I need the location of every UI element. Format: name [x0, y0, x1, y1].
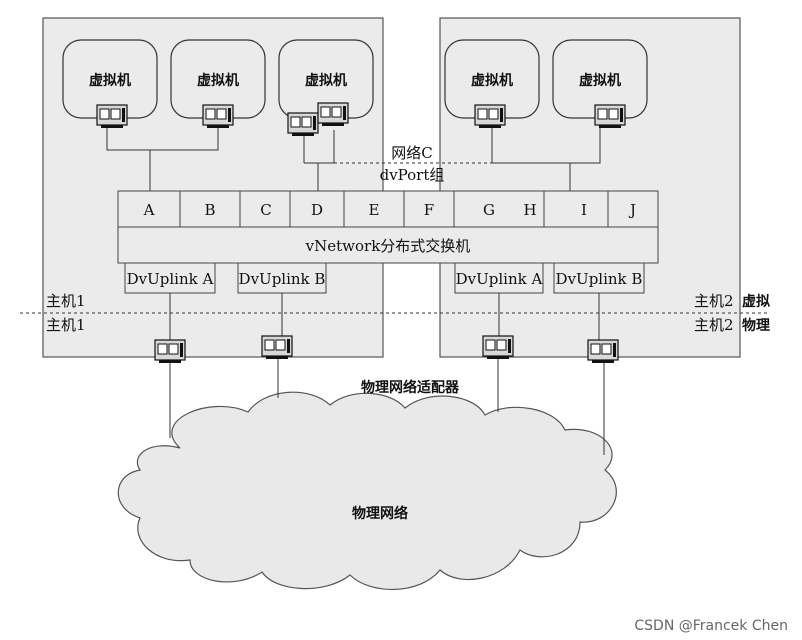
- physical-nic-icon: [482, 335, 514, 360]
- physical-network-label: 物理网络: [352, 505, 408, 522]
- uplink-b-host2: DvUplink B: [553, 262, 645, 294]
- port-label-j: J: [628, 201, 636, 219]
- vnic-icon: [202, 104, 234, 129]
- port-label-f: F: [424, 201, 434, 219]
- uplink-label: DvUplink A: [456, 270, 543, 288]
- vnic-icon: [317, 102, 349, 127]
- vm-label: 虚拟机: [579, 72, 621, 89]
- vm-4: 虚拟机: [444, 39, 540, 119]
- vm-label: 虚拟机: [197, 72, 239, 89]
- port-label-c: C: [260, 201, 271, 219]
- port-label-i: I: [581, 201, 587, 219]
- uplink-label: DvUplink B: [556, 270, 643, 288]
- physical-nic-icon: [154, 339, 186, 364]
- uplink-label: DvUplink A: [127, 270, 214, 288]
- portgroup-subtitle: dvPort组: [380, 166, 445, 184]
- watermark: CSDN @Francek Chen: [634, 618, 788, 634]
- uplink-label: DvUplink B: [239, 270, 326, 288]
- vm-label: 虚拟机: [305, 72, 347, 89]
- port-row: A B C D E F G H I J: [117, 190, 659, 228]
- host2-virtual-label: 主机2: [694, 292, 734, 310]
- host1-physical-label: 主机1: [46, 316, 86, 334]
- portgroup-name: 网络C: [391, 144, 432, 162]
- port-label-h: H: [523, 201, 536, 219]
- port-label-g: G: [483, 201, 495, 219]
- physical-nic-icon: [261, 335, 293, 360]
- port-label-d: D: [311, 201, 323, 219]
- vm-label: 虚拟机: [89, 72, 131, 89]
- uplink-a-host1: DvUplink A: [124, 262, 216, 294]
- host2-physical-label: 主机2: [694, 316, 734, 334]
- vm-3: 虚拟机: [278, 39, 374, 119]
- physical-network-cloud: [117, 391, 617, 591]
- physical-layer-label: 物理: [742, 317, 770, 334]
- vm-1: 虚拟机: [62, 39, 158, 119]
- vnic-icon: [96, 104, 128, 129]
- virtual-layer-label: 虚拟: [742, 293, 770, 310]
- port-label-b: B: [204, 201, 215, 219]
- physical-nic-icon: [587, 339, 619, 364]
- vm-label: 虚拟机: [471, 72, 513, 89]
- port-label-e: E: [369, 201, 380, 219]
- vnic-icon: [287, 112, 319, 137]
- port-label-a: A: [143, 201, 155, 219]
- vnic-icon: [594, 104, 626, 129]
- host1-virtual-label: 主机1: [46, 292, 86, 310]
- physical-adapter-label: 物理网络适配器: [361, 379, 460, 396]
- uplink-b-host1: DvUplink B: [237, 262, 327, 294]
- distributed-switch: [117, 226, 659, 264]
- switch-label: vNetwork分布式交换机: [305, 237, 471, 255]
- uplink-a-host2: DvUplink A: [454, 262, 544, 294]
- vnic-icon: [474, 104, 506, 129]
